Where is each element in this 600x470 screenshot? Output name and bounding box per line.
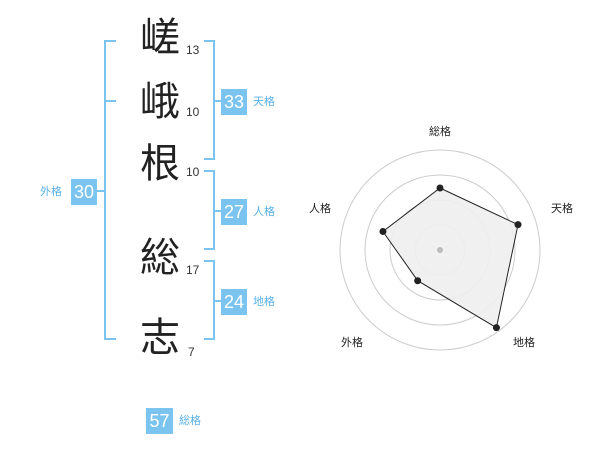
radar-area — [382, 187, 519, 329]
name-char-4: 総 — [140, 235, 180, 281]
gaikaku-tick — [104, 100, 116, 102]
radar-ring — [364, 174, 516, 326]
soukaku-value: 57 — [146, 408, 173, 434]
tenkaku-value: 33 — [221, 89, 247, 115]
gaikaku-label: 外格 — [40, 185, 62, 198]
radar-points — [379, 184, 522, 332]
radar-point-5 — [379, 227, 387, 235]
soukaku-label: 総格 — [179, 414, 201, 427]
radar-label-soukaku: 総格 — [429, 124, 451, 138]
radar-label-tenkaku: 天格 — [551, 201, 573, 215]
radar-point-2 — [514, 221, 522, 229]
chikaku-value: 24 — [221, 289, 247, 315]
chikaku-label: 地格 — [253, 295, 275, 308]
stroke-count-3: 10 — [186, 165, 200, 179]
tenkaku-connector — [214, 100, 222, 102]
stroke-count-2: 10 — [186, 105, 200, 119]
tenkaku-label: 天格 — [253, 95, 275, 108]
name-char-2: 峨 — [140, 79, 180, 125]
name-char-1: 嵯 — [140, 15, 180, 61]
radar-center — [437, 247, 443, 253]
stroke-count-5: 7 — [188, 345, 195, 359]
radar-point-3 — [492, 324, 500, 332]
radar-label-jinkaku: 人格 — [309, 201, 331, 215]
gaikaku-connector — [97, 190, 105, 192]
stroke-count-1: 13 — [186, 43, 200, 57]
radar-point-1 — [436, 184, 444, 192]
radar-labels: 総格 天格 地格 外格 人格 — [309, 124, 573, 349]
radar-label-gaikaku: 外格 — [341, 335, 363, 349]
stroke-count-4: 17 — [186, 263, 200, 277]
name-char-3: 根 — [140, 141, 180, 187]
jinkaku-connector — [214, 210, 222, 212]
jinkaku-value: 27 — [221, 199, 247, 225]
chikaku-connector — [214, 300, 222, 302]
jinkaku-label: 人格 — [253, 205, 275, 218]
radar-label-chikaku: 地格 — [513, 335, 535, 349]
gaikaku-value: 30 — [71, 179, 97, 205]
radar-point-4 — [414, 277, 422, 285]
radar-ring — [339, 149, 541, 351]
name-char-5: 志 — [140, 315, 180, 361]
gaikaku-bracket — [104, 40, 116, 340]
